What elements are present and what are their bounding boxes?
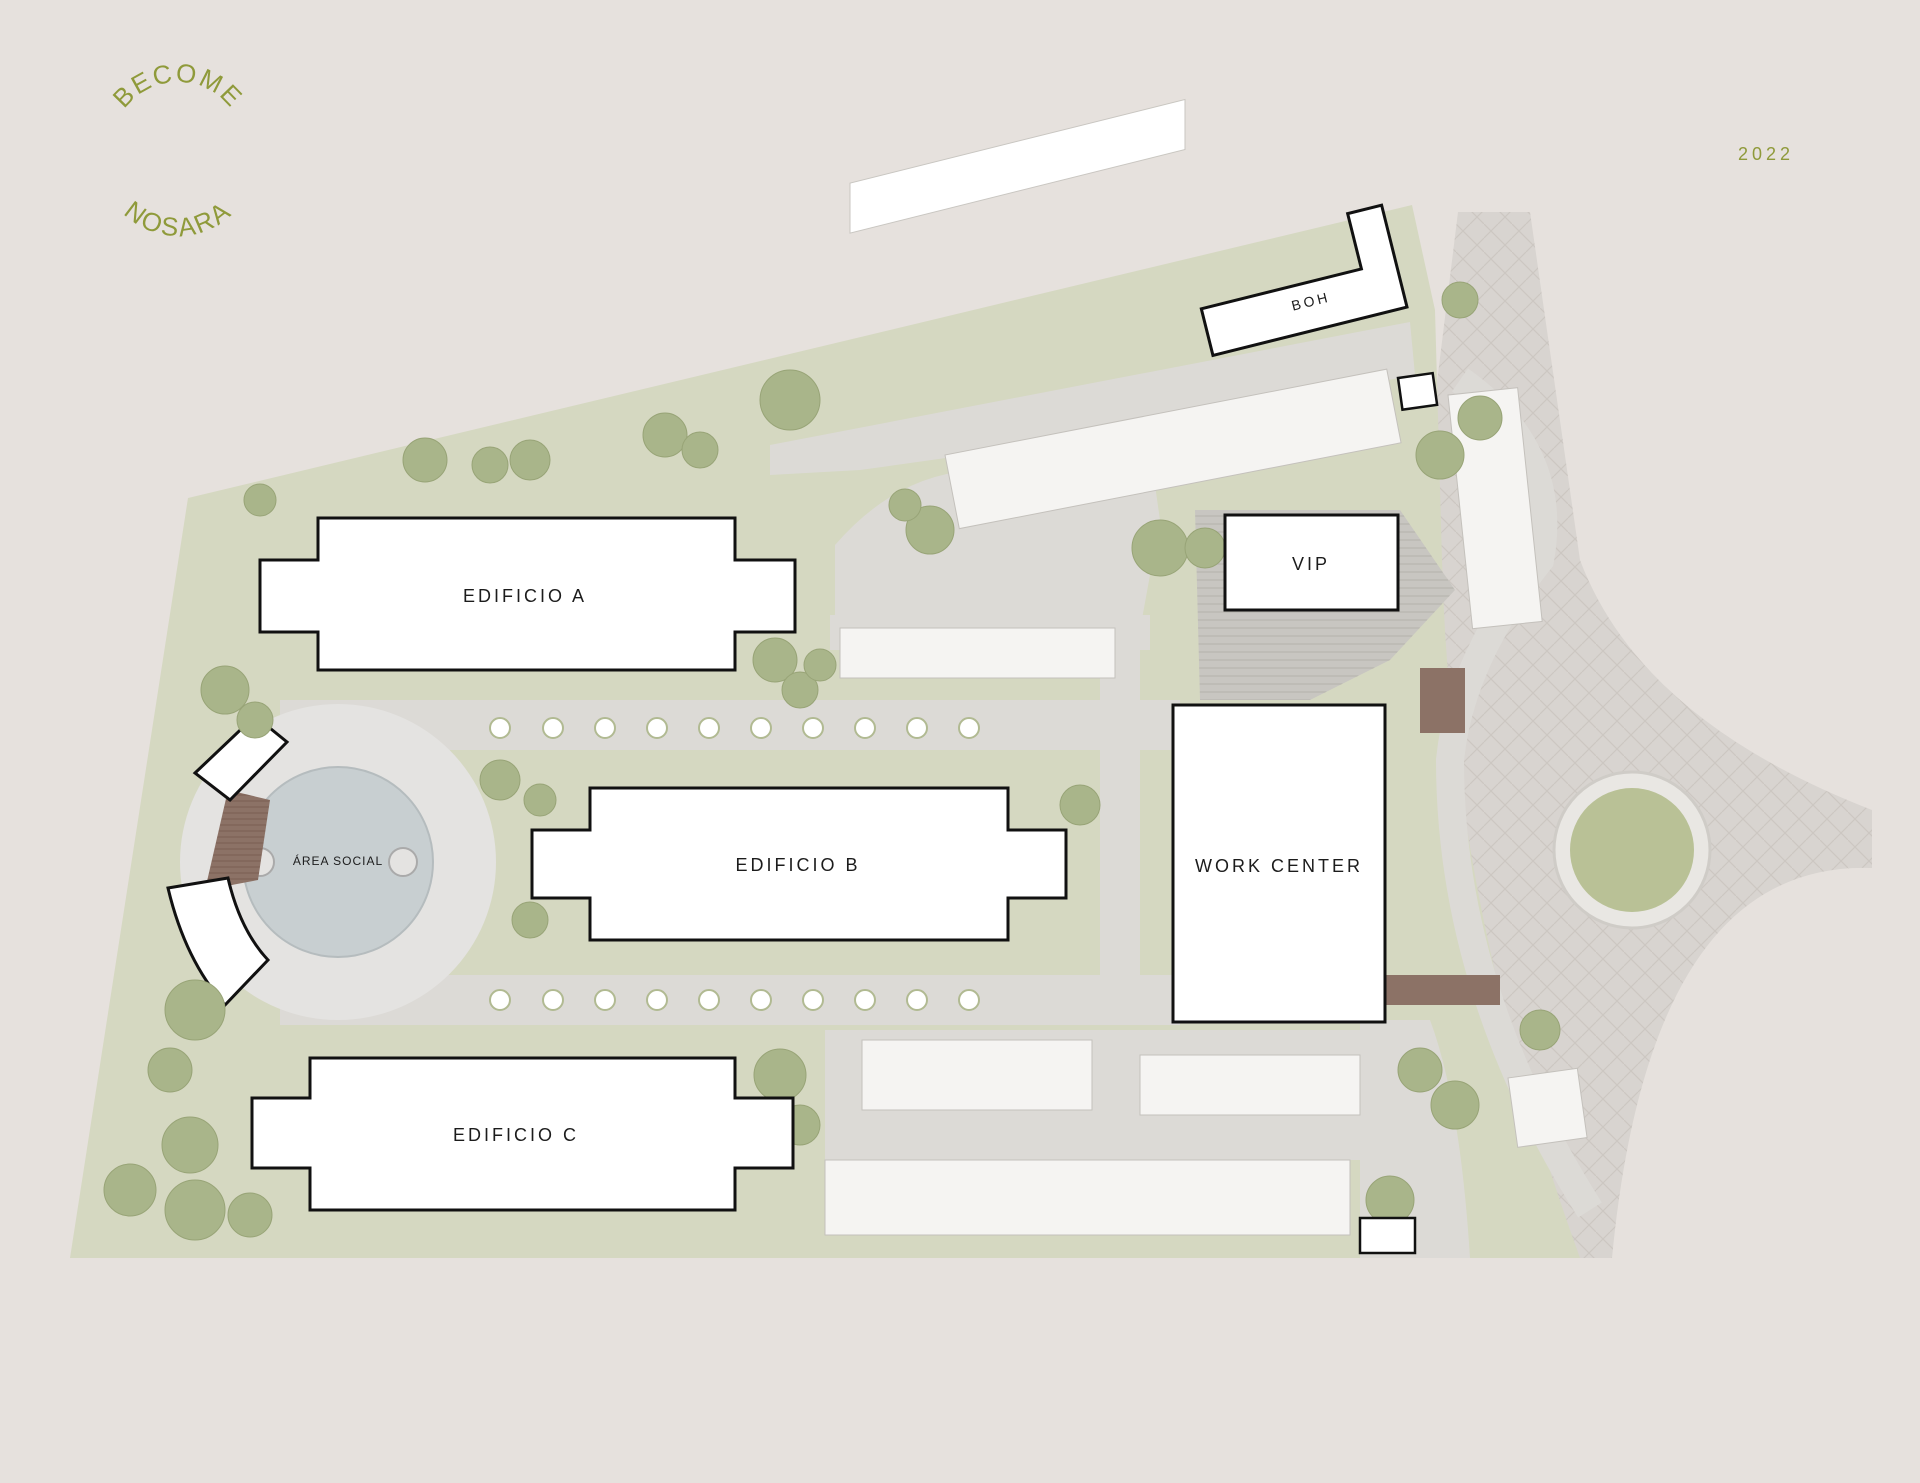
label-edificio-c: EDIFICIO C xyxy=(453,1125,579,1145)
cabana-top xyxy=(192,714,290,803)
label-area-social: ÁREA SOCIAL xyxy=(293,853,383,868)
building-edificio-b[interactable]: EDIFICIO B xyxy=(530,786,1068,942)
label-edificio-a: EDIFICIO A xyxy=(463,586,587,606)
parking-top-row xyxy=(849,98,1186,234)
trees xyxy=(103,281,1561,1241)
roundabout-lawn xyxy=(1570,788,1694,912)
tree-rows xyxy=(489,717,980,1011)
label-edificio-b: EDIFICIO B xyxy=(735,855,860,875)
wood-walk xyxy=(1385,975,1500,1005)
logo: BECOME NOSARA xyxy=(107,57,250,243)
parking-stalls xyxy=(824,368,1588,1236)
logo-line-bottom: NOSARA xyxy=(119,195,237,243)
logo-line-top: BECOME xyxy=(107,57,250,113)
pergola xyxy=(1420,668,1465,733)
building-vip[interactable]: VIP xyxy=(1223,513,1400,612)
year-label: 2022 xyxy=(1738,144,1794,164)
building-work-center[interactable]: WORK CENTER xyxy=(1171,703,1387,1024)
building-edificio-c[interactable]: EDIFICIO C xyxy=(250,1056,795,1212)
building-edificio-a[interactable]: EDIFICIO A xyxy=(258,516,797,672)
label-work-center: WORK CENTER xyxy=(1195,856,1363,876)
building-boh[interactable]: BOH xyxy=(1188,203,1409,358)
fountain-right xyxy=(388,847,418,877)
small-building-bottom xyxy=(1358,1216,1417,1255)
small-building-top xyxy=(1396,371,1439,412)
pool-deck xyxy=(205,790,270,890)
label-vip: VIP xyxy=(1292,554,1330,574)
